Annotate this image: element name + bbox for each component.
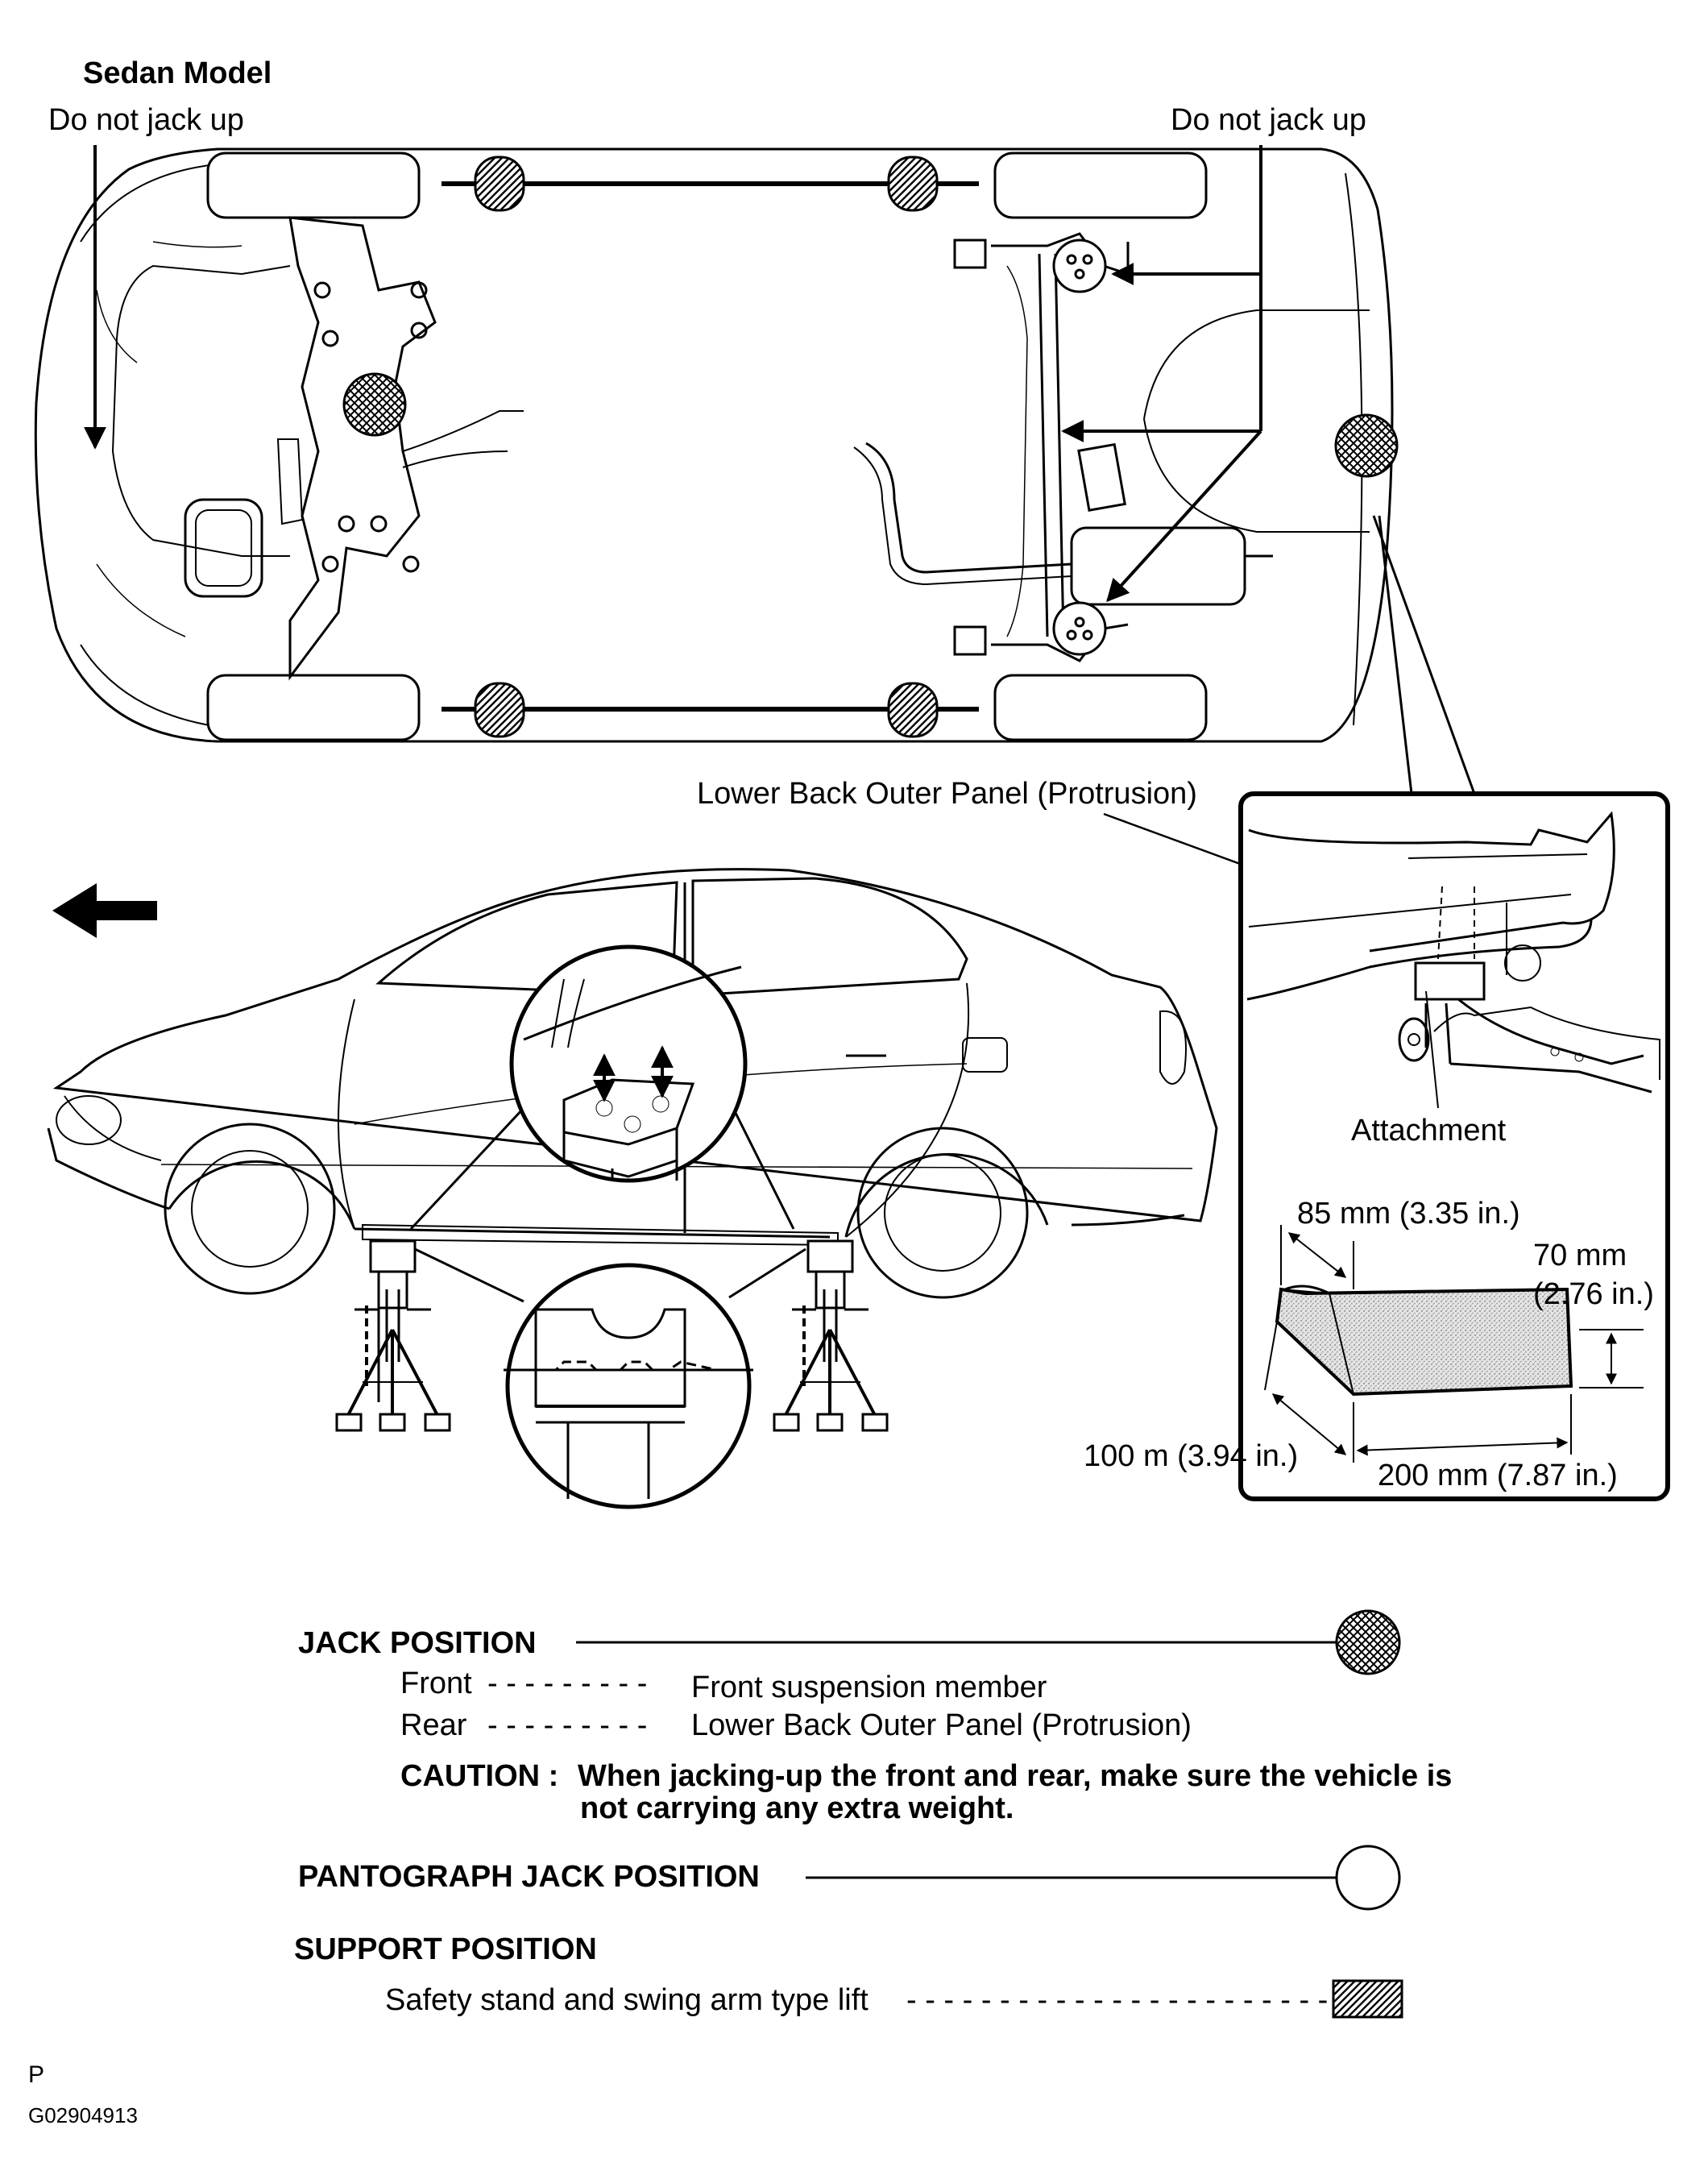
rear-value: Lower Back Outer Panel (Protrusion) <box>691 1708 1192 1742</box>
jack-point-front-icon <box>342 372 407 437</box>
safety-stands <box>335 1239 889 1432</box>
dimension-70mm: 70 mm <box>1533 1239 1627 1272</box>
support-point-rear-left-icon <box>887 156 939 212</box>
caution-text-line1: When jacking-up the front and rear, make… <box>578 1759 1453 1793</box>
attachment-label: Attachment <box>1351 1114 1507 1148</box>
do-not-jack-label-left: Do not jack up <box>48 103 244 137</box>
support-point-front-right-icon <box>474 682 525 738</box>
support-point-front-left-icon <box>474 156 525 212</box>
support-dash-leader: - - - - - - - - - - - - - - - - - - - - … <box>906 1983 1329 2017</box>
lift-pad-detail <box>409 944 795 1231</box>
attachment-inset <box>1238 791 1670 1501</box>
figure-code: G02904913 <box>28 2103 138 2127</box>
caution-label: CAUTION : <box>400 1759 559 1793</box>
page-letter: P <box>28 2061 45 2088</box>
support-heading: SUPPORT POSITION <box>294 1932 597 1966</box>
open-circle-icon <box>1335 1845 1401 1911</box>
caution-text-line2: not carrying any extra weight. <box>580 1791 1014 1825</box>
left-arrow-icon <box>52 883 157 938</box>
top-view <box>34 147 1394 743</box>
do-not-jack-arrows <box>84 145 1262 603</box>
dimension-200mm: 200 mm (7.87 in.) <box>1378 1459 1618 1492</box>
dimension-100mm: 100 m (3.94 in.) <box>1084 1439 1299 1473</box>
page-title: Sedan Model <box>83 56 272 90</box>
support-item-label: Safety stand and swing arm type lift <box>385 1983 869 2017</box>
jack-point-rear-icon <box>1334 413 1399 478</box>
dimension-85mm: 85 mm (3.35 in.) <box>1297 1197 1520 1231</box>
dimension-70mm-in: (2.76 in.) <box>1533 1277 1654 1311</box>
front-dash-leader: - - - - - - - - - <box>487 1667 648 1700</box>
jack-position-heading: JACK POSITION <box>298 1626 537 1660</box>
pantograph-heading: PANTOGRAPH JACK POSITION <box>298 1860 760 1894</box>
do-not-jack-label-right: Do not jack up <box>1171 103 1366 137</box>
panel-callout-label: Lower Back Outer Panel (Protrusion) <box>697 777 1197 811</box>
side-view-car <box>47 868 1218 1299</box>
front-value: Front suspension member <box>691 1671 1047 1704</box>
rear-dash-leader: - - - - - - - - - <box>487 1708 648 1742</box>
front-label: Front <box>400 1667 472 1700</box>
crosshatched-circle-icon <box>1335 1609 1401 1675</box>
rear-label: Rear <box>400 1708 467 1742</box>
stand-engagement-detail <box>414 1247 806 1509</box>
support-point-rear-right-icon <box>887 682 939 738</box>
inset-leader-lines <box>1372 515 1476 795</box>
diagonal-hatched-square-icon <box>1332 1979 1403 2019</box>
